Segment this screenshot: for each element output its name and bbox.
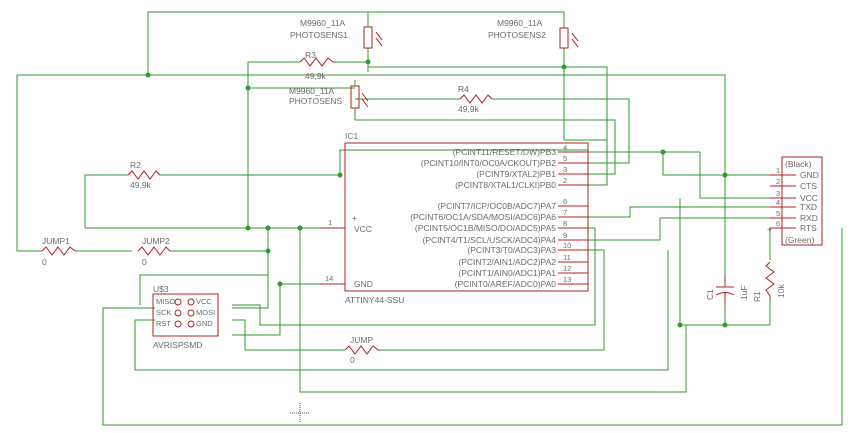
jump2-name: JUMP2 xyxy=(142,236,170,246)
jump-name: JUMP xyxy=(350,335,373,345)
ic1-pin-label-pa5: (PCINT5/OC1B/MISO/DO/ADC5)PA5 xyxy=(415,223,556,233)
photosens3-value: M9960_11A xyxy=(289,86,335,96)
r2-value: 49,9k xyxy=(130,180,152,190)
isp-header-u3: U$3 AVRISPSMD MISO SCK RST VCC MOSI GND xyxy=(152,284,219,350)
r1-value: 10k xyxy=(776,284,786,298)
jumper-jump2: JUMP2 0 xyxy=(137,236,171,267)
ftdi-pin-label-vcc: VCC xyxy=(800,193,818,203)
ic1-vcc-mark: + xyxy=(352,213,357,223)
ic1-pin-label-pa1: (PCINT1/AIN0/ADC1)PA1 xyxy=(458,268,556,278)
resistor-r4: R4 49,9k xyxy=(458,84,493,114)
ic1-pin-label-pa0: (PCINT0/AREF/ADC0)PA0 xyxy=(455,279,557,289)
resistor-r3: R3 49,9k xyxy=(299,50,336,81)
ftdi-connector: (Black) (Green) + 1 2 3 4 5 6 GND CTS VC… xyxy=(767,156,823,246)
isp-label-rst: RST xyxy=(156,319,171,328)
ic1-pin-label-pa2: (PCINT2/AIN1/ADC2)PA2 xyxy=(458,257,556,267)
photosens1: M9960_11A PHOTOSENS1 xyxy=(290,18,383,49)
ic1-pin-num-4: 4 xyxy=(563,143,567,152)
isp-part: AVRISPSMD xyxy=(153,340,202,350)
ic1-pin-label-pa6: (PCINT6/OC1A/SDA/MOSI/ADC6)PA6 xyxy=(410,212,556,222)
photosens2-value: M9960_11A xyxy=(497,18,543,28)
isp-label-vcc: VCC xyxy=(196,297,212,306)
photosens3-name: PHOTOSENS xyxy=(289,96,343,106)
c1-name: C1 xyxy=(705,289,715,300)
ftdi-pins xyxy=(770,174,796,229)
ic1-name: IC1 xyxy=(345,131,359,141)
ftdi-pin-num-6: 6 xyxy=(776,219,780,228)
ic1-vcc-num: 1 xyxy=(328,218,332,227)
photosens1-name: PHOTOSENS1 xyxy=(290,30,348,40)
ic1-pin-num-10: 10 xyxy=(563,241,571,250)
jumper-jump: JUMP 0 xyxy=(344,335,380,365)
ic1-pin-num-8: 8 xyxy=(563,219,567,228)
photosens2: M9960_11A PHOTOSENS2 xyxy=(488,18,579,49)
ic1-pin-label-pb2: (PCINT10/INT0/OC0A/CKOUT)PB2 xyxy=(421,158,556,168)
ic1-part: ATTINY44-SSU xyxy=(345,295,404,305)
ic1-pin-num-2: 2 xyxy=(563,176,567,185)
r4-value: 49,9k xyxy=(458,104,480,114)
ic1-pin-label-pa7: (PCINT7/ICP/OC0B/ADC7)PA7 xyxy=(438,201,557,211)
isp-label-gnd: GND xyxy=(196,319,213,328)
isp-label-mosi: MOSI xyxy=(196,308,215,317)
crosshair-cursor-icon xyxy=(290,403,310,423)
ftdi-pin-num-2: 2 xyxy=(776,177,780,186)
jump2-value: 0 xyxy=(142,257,147,267)
ftdi-pin-label-rxd: RXD xyxy=(800,213,818,223)
ic1-pin-label-pb0: (PCINT8/XTAL1/CLKI)PB0 xyxy=(455,180,556,190)
ic1-pin-num-3: 3 xyxy=(563,165,567,174)
ic1-pin-num-9: 9 xyxy=(563,231,567,240)
junctions xyxy=(145,59,728,328)
capacitor-c1: C1 1uF xyxy=(705,275,749,305)
ftdi-top-label: (Black) xyxy=(785,159,812,169)
ic1-pin-label-pa4: (PCINT4/T1/SCL/USCK/ADC4)PA4 xyxy=(422,235,556,245)
photosens2-name: PHOTOSENS2 xyxy=(488,30,546,40)
ic1-pin-num-7: 7 xyxy=(563,208,567,217)
ic1-vcc-label: VCC xyxy=(354,224,372,234)
ic1-attiny44: IC1 ATTINY44-SSU + VCC 1 GND 14 (PCINT11… xyxy=(320,131,589,305)
ic1-right-pins: (PCINT11/RESET/DW)PB3 (PCINT10/INT0/OC0A… xyxy=(410,143,588,289)
ic1-pin-num-6: 6 xyxy=(563,197,567,206)
resistor-r2: R2 49,9k xyxy=(127,160,161,190)
ftdi-pin-label-txd: TXD xyxy=(800,202,817,212)
r4-name: R4 xyxy=(458,84,469,94)
ic1-pin-num-11: 11 xyxy=(563,253,571,262)
ftdi-plus-mark: + xyxy=(767,224,772,234)
r1-name: R1 xyxy=(752,291,762,302)
r2-name: R2 xyxy=(130,160,141,170)
photosens3: M9960_11A PHOTOSENS xyxy=(289,85,369,109)
ftdi-bottom-label: (Green) xyxy=(785,235,814,245)
isp-name: U$3 xyxy=(153,284,169,294)
ic1-pin-num-5: 5 xyxy=(563,154,567,163)
c1-value: 1uF xyxy=(739,285,749,300)
ftdi-pin-label-rts: RTS xyxy=(800,223,817,233)
jump1-value: 0 xyxy=(42,257,47,267)
ftdi-pin-label-cts: CTS xyxy=(800,181,817,191)
isp-pins xyxy=(174,298,195,328)
r3-name: R3 xyxy=(305,50,316,60)
ic1-pin-num-12: 12 xyxy=(563,264,571,273)
isp-label-miso: MISO xyxy=(156,297,175,306)
ftdi-pin-num-5: 5 xyxy=(776,209,780,218)
ftdi-pin-label-gnd: GND xyxy=(800,170,819,180)
ic1-pin-label-pb1: (PCINT9/XTAL2)PB1 xyxy=(476,169,556,179)
jump-value: 0 xyxy=(350,355,355,365)
r3-value: 49,9k xyxy=(305,71,327,81)
ic1-pin-label-pa3: (PCINT3/T0/ADC3)PA3 xyxy=(467,245,556,255)
resistor-r1: R1 10k xyxy=(752,261,786,302)
ic1-pin-num-13: 13 xyxy=(563,275,571,284)
jumper-jump1: JUMP1 0 xyxy=(41,236,76,267)
isp-label-sck: SCK xyxy=(156,308,171,317)
ftdi-pin-num-1: 1 xyxy=(776,166,780,175)
ic1-gnd-num: 14 xyxy=(325,274,333,283)
ic1-gnd-label: GND xyxy=(354,279,373,289)
ftdi-pin-num-3: 3 xyxy=(776,189,780,198)
ftdi-pin-num-4: 4 xyxy=(776,198,780,207)
photosens1-value: M9960_11A xyxy=(300,18,346,28)
jump1-name: JUMP1 xyxy=(42,236,70,246)
ic1-pin-label-pb3: (PCINT11/RESET/DW)PB3 xyxy=(453,147,557,157)
